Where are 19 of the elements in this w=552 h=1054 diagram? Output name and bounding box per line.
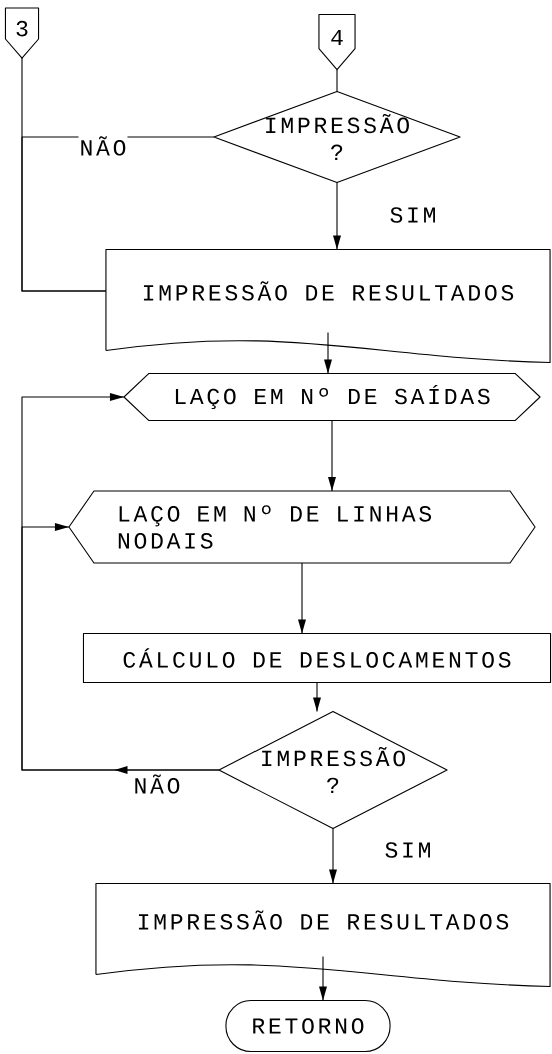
edge-label: SIM <box>388 206 438 224</box>
off-page-connector: 3 <box>4 7 40 59</box>
arrow <box>319 956 327 1001</box>
edge-label: NÃO <box>132 773 182 795</box>
arrow <box>298 562 306 634</box>
document-shape: IMPRESSÃO DE RESULTADOS <box>105 248 551 364</box>
arrow <box>313 682 321 712</box>
edge-label: SIM <box>383 841 433 859</box>
document-shape: IMPRESSÃO DE RESULTADOS <box>95 882 551 988</box>
arrow <box>21 523 220 771</box>
arrow <box>329 828 337 884</box>
arrow <box>328 420 336 492</box>
preparation-hexagon: LAÇO EM Nº DE LINHAS NODAIS <box>68 490 536 564</box>
arrow <box>324 332 332 374</box>
process-box: CÁLCULO DE DESLOCAMENTOS <box>82 632 552 684</box>
arrow <box>333 182 341 250</box>
preparation-hexagon: LAÇO EM Nº DE SAÍDAS <box>123 372 541 422</box>
off-page-connector: 4 <box>318 13 356 71</box>
edge-label: NÃO <box>78 135 128 157</box>
